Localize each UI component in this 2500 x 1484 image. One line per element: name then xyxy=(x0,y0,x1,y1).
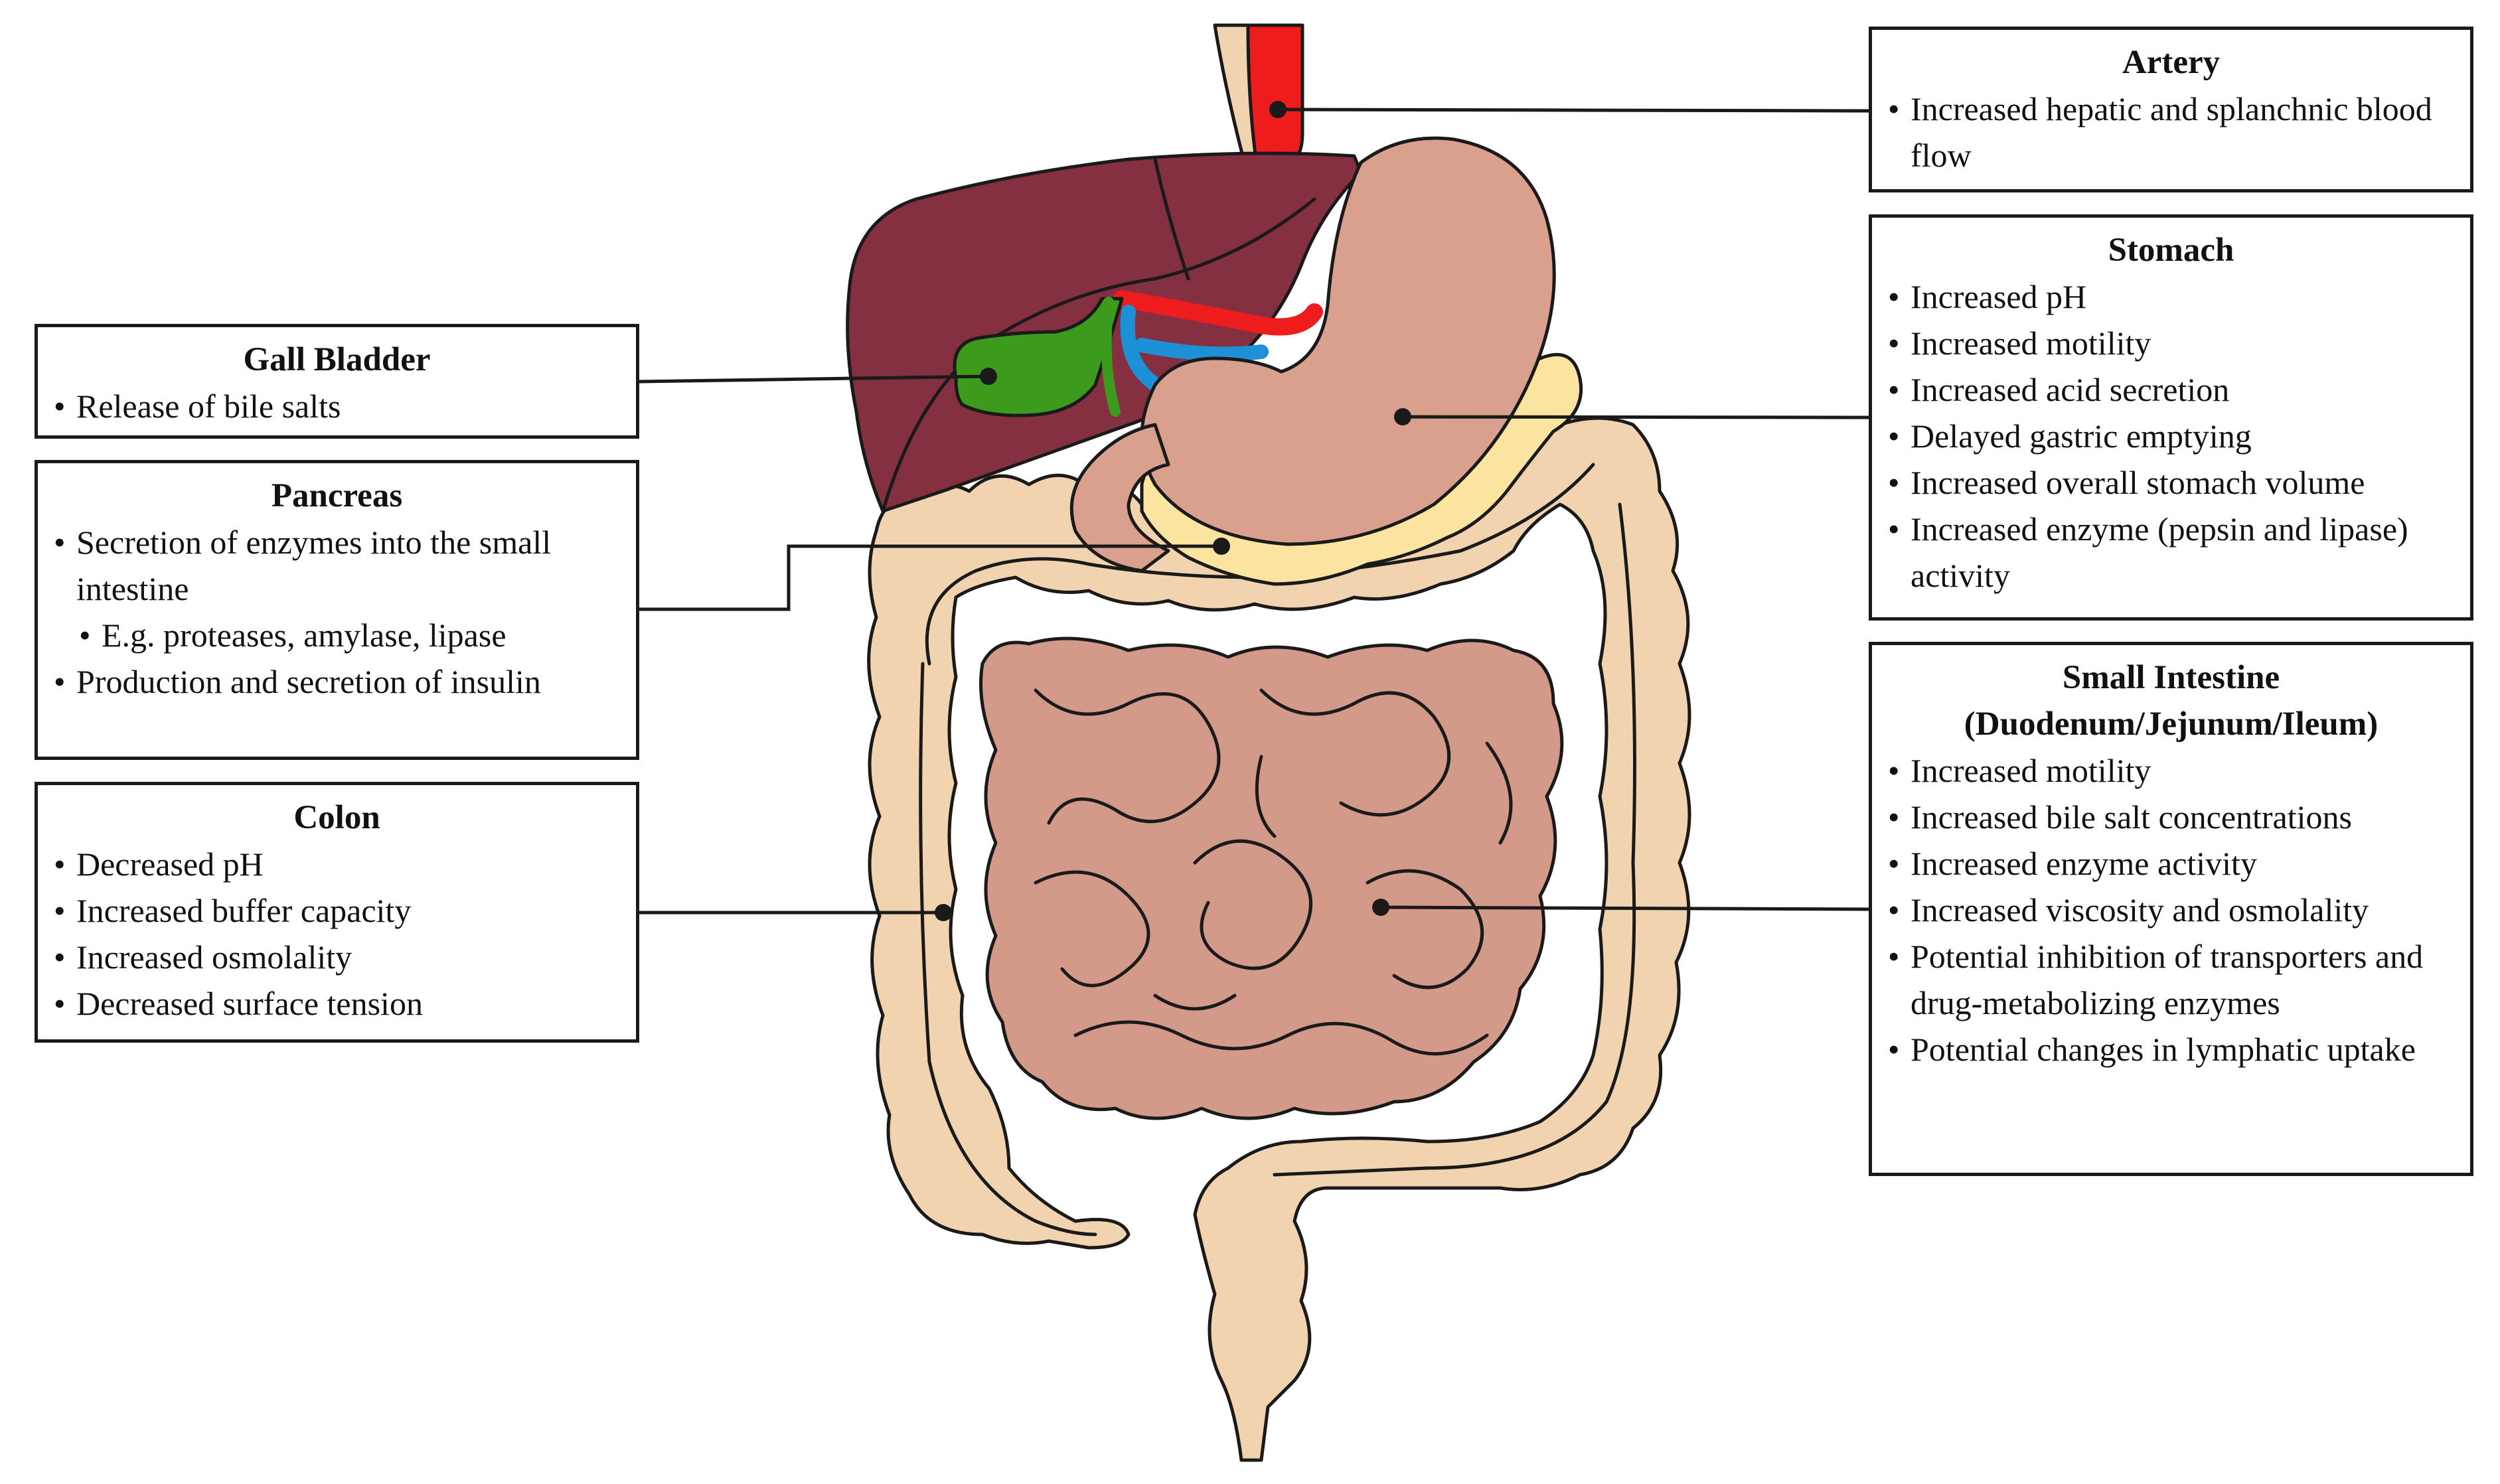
stomach-item: Increased pH xyxy=(1888,273,2452,320)
gall-bladder-box: Gall Bladder Release of bile salts xyxy=(35,324,639,439)
colon-box: Colon Decreased pH Increased buffer capa… xyxy=(35,782,639,1043)
small-intestine-item: Potential changes in lymphatic uptake xyxy=(1888,1026,2452,1073)
bile-duct xyxy=(1101,297,1121,417)
colon-item: Decreased pH xyxy=(54,841,617,887)
pancreas-title: Pancreas xyxy=(271,477,403,514)
artery-box: Artery Increased hepatic and splanchnic … xyxy=(1869,27,2473,192)
small-intestine xyxy=(979,636,1564,1120)
stomach-item: Increased overall stomach volume xyxy=(1888,459,2452,506)
pancreas-item: Secretion of enzymes into the small inte… xyxy=(54,519,617,612)
stomach-item: Delayed gastric emptying xyxy=(1888,413,2452,459)
artery xyxy=(1246,23,1304,161)
colon-item: Increased osmolality xyxy=(54,934,617,980)
small-intestine-item: Increased motility xyxy=(1888,747,2452,794)
colon-dot xyxy=(935,904,952,921)
pancreas-leader xyxy=(637,544,1221,611)
stomach-item: Increased motility xyxy=(1888,320,2452,366)
gall-bladder-title: Gall Bladder xyxy=(243,341,431,378)
stomach-title: Stomach xyxy=(2108,232,2234,269)
small-intestine-item: Increased enzyme activity xyxy=(1888,840,2452,887)
small-intestine-dot xyxy=(1372,899,1389,916)
small-intestine-item: Potential inhibition of transporters and… xyxy=(1888,933,2452,1026)
duodenum xyxy=(1069,423,1170,573)
pancreas-item: Production and secretion of insulin xyxy=(54,658,617,705)
stomach-box: Stomach Increased pH Increased motility … xyxy=(1869,214,2473,621)
stomach-dot xyxy=(1394,408,1411,425)
artery-leader xyxy=(1277,108,1871,113)
leader-lines xyxy=(637,108,1871,915)
gall-bladder-leader xyxy=(637,374,989,384)
artery-item: Increased hepatic and splanchnic blood f… xyxy=(1888,86,2452,179)
colon-inner-line xyxy=(919,463,1636,1236)
colon-title: Colon xyxy=(293,799,380,836)
artery-dot xyxy=(1269,101,1287,118)
colon-item: Decreased surface tension xyxy=(54,980,617,1027)
small-intestine-title: Small Intestine xyxy=(2062,659,2280,696)
liver-lobe-line xyxy=(881,157,1316,513)
small-intestine-item: Increased viscosity and osmolality xyxy=(1888,887,2452,933)
small-intestine-loops xyxy=(1034,688,1513,1056)
stomach-item: Increased enzyme (pepsin and lipase) act… xyxy=(1888,506,2452,599)
colon-item: Increased buffer capacity xyxy=(54,887,617,934)
pancreas-dot xyxy=(1213,538,1230,555)
stomach-item: Increased acid secretion xyxy=(1888,366,2452,413)
stomach xyxy=(1140,136,1556,546)
gall-bladder-item: Release of bile salts xyxy=(54,383,617,429)
small-intestine-subtitle: (Duodenum/Jejunum/Ileum) xyxy=(1964,705,2379,743)
pancreas-box: Pancreas Secretion of enzymes into the s… xyxy=(35,460,639,760)
small-intestine-box: Small Intestine (Duodenum/Jejunum/Ileum)… xyxy=(1869,642,2473,1176)
small-intestine-item: Increased bile salt concentrations xyxy=(1888,794,2452,840)
artery-title: Artery xyxy=(2122,44,2221,81)
leader-dots xyxy=(935,101,1411,921)
pancreas-subitem: E.g. proteases, amylase, lipase xyxy=(76,612,617,658)
small-intestine-leader xyxy=(1380,905,1871,911)
gall-bladder-dot xyxy=(980,368,997,385)
hepatic-artery xyxy=(1113,290,1323,336)
